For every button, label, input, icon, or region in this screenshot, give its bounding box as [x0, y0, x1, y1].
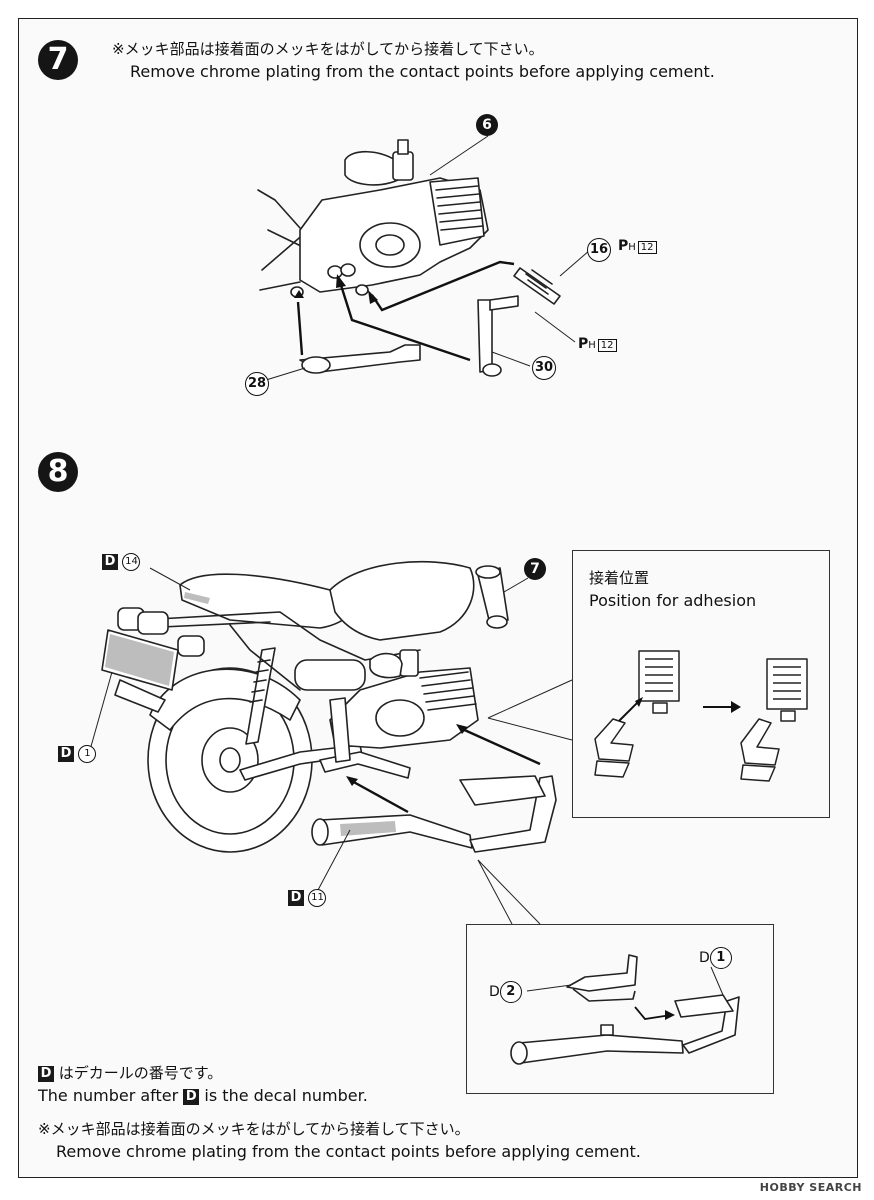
sub-assembly-7-marker: 7	[524, 558, 546, 580]
part-28-marker: 28	[245, 372, 269, 396]
hobby-search-watermark: HOBBY SEARCH	[759, 1181, 862, 1194]
step-7-note-en: Remove chrome plating from the contact p…	[130, 62, 715, 81]
decal-note-ja: D はデカールの番号です。	[38, 1062, 222, 1083]
part-16-marker: 16	[587, 238, 611, 262]
step-8-badge: 8	[38, 452, 78, 492]
decal-1-label: D 1	[58, 745, 97, 763]
footer-note-ja: ※メッキ部品は接着面のメッキをはがしてから接着して下さい。	[38, 1120, 470, 1138]
decal-11-label: D 11	[288, 889, 327, 907]
step-7-note-ja: ※メッキ部品は接着面のメッキをはがしてから接着して下さい。	[112, 40, 544, 58]
adhesion-title-en: Position for adhesion	[589, 591, 757, 610]
step-7-badge: 7	[38, 40, 78, 80]
adhesion-position-inset: 接着位置 Position for adhesion	[572, 550, 830, 818]
decal-14-label: D 14	[102, 553, 141, 571]
adhesion-diagram	[594, 650, 808, 782]
exhaust-diagram	[510, 954, 740, 1065]
adhesion-title-ja: 接着位置	[589, 569, 650, 587]
part-6-marker: 6	[476, 114, 498, 136]
part-30-marker: 30	[532, 356, 556, 380]
decal-note-en: The number after D is the decal number.	[38, 1086, 368, 1105]
footer-note-en: Remove chrome plating from the contact p…	[56, 1142, 641, 1161]
